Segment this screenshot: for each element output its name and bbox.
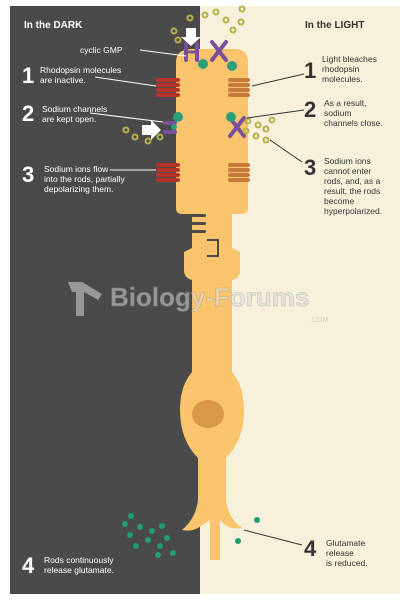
cyclic-gmp-dot <box>226 112 236 122</box>
step-line: rods, and, as a <box>324 176 381 186</box>
step-line: are kept open. <box>42 114 96 124</box>
channel-segment <box>228 178 250 182</box>
step-line: release glutamate. <box>44 565 114 575</box>
light-panel-title: In the LIGHT <box>305 20 364 31</box>
channel-segment <box>156 163 180 167</box>
dark-step-4: 4 Rods continuously release glutamate. <box>22 553 114 578</box>
step-number: 1 <box>304 58 316 83</box>
cyclic-gmp-dot <box>173 112 183 122</box>
cilium-notch <box>207 239 219 257</box>
channel-segment <box>156 168 180 172</box>
dark-step-2: 2 Sodium channels are kept open. <box>22 101 107 126</box>
step-number: 3 <box>22 162 34 187</box>
channel-segment <box>228 83 250 87</box>
step-line: Rhodopsin molecules <box>40 65 121 75</box>
step-line: become <box>324 196 355 206</box>
step-line: channels close. <box>324 118 383 128</box>
step-line: result, the rods <box>324 186 380 196</box>
glutamate-dots <box>122 513 260 558</box>
channel-segment <box>156 78 180 82</box>
step-line: hyperpolarized. <box>324 206 382 216</box>
nucleus <box>192 400 224 428</box>
step-line: molecules. <box>322 74 363 84</box>
cyclic-gmp-dot <box>227 61 237 71</box>
step-number: 4 <box>22 553 35 578</box>
light-step-1: 1 Light bleaches rhodopsin molecules. <box>304 54 377 84</box>
watermark-text: Biology-Forums <box>110 282 309 312</box>
channel-segment <box>228 93 250 97</box>
rhodopsin-inactive <box>184 42 199 62</box>
watermark: Biology-Forums .COM <box>68 282 328 324</box>
sodium-channels-open <box>156 78 180 182</box>
pointer-lines <box>89 49 305 546</box>
step-line: cannot enter <box>324 166 371 176</box>
step-number: 4 <box>304 536 317 561</box>
step-line: are inactive. <box>40 75 86 85</box>
step-line: depolarizing them. <box>44 184 113 194</box>
sodium-channels-closed <box>228 78 250 182</box>
dark-panel-title: In the DARK <box>24 20 83 31</box>
step-number: 3 <box>304 155 316 180</box>
step-line: rhodopsin <box>322 64 360 74</box>
step-line: sodium <box>324 108 351 118</box>
channel-segment <box>228 168 250 172</box>
step-number: 2 <box>22 101 34 126</box>
channel-segment <box>156 93 180 97</box>
step-line: As a result, <box>324 98 367 108</box>
cyclic-gmp-label: cyclic GMP <box>80 45 123 55</box>
step-line: is reduced. <box>326 558 368 568</box>
arrow-down-icon <box>181 28 201 46</box>
step-line: into the rods, partially <box>44 174 126 184</box>
step-number: 1 <box>22 63 34 88</box>
light-step-2: 2 As a result, sodium channels close. <box>304 97 383 128</box>
step-line: Glutamate <box>326 538 365 548</box>
light-step-3: 3 Sodium ions cannot enter rods, and, as… <box>304 155 382 216</box>
channel-segment <box>228 163 250 167</box>
disc-line <box>180 214 206 217</box>
disc-line <box>180 222 206 225</box>
rhodopsin-bleached <box>210 40 228 62</box>
watermark-suffix: .COM <box>310 317 328 324</box>
cyclic-gmp-dot <box>198 59 208 69</box>
channel-segment <box>228 88 250 92</box>
step-line: Sodium ions <box>324 156 371 166</box>
step-line: release <box>326 548 354 558</box>
channel-segment <box>156 173 180 177</box>
dark-step-3: 3 Sodium ions flow into the rods, partia… <box>22 162 126 194</box>
light-step-4: 4 Glutamate release is reduced. <box>304 536 368 568</box>
sodium-ions <box>122 5 276 145</box>
step-line: Sodium ions flow <box>44 164 109 174</box>
channel-segment <box>156 88 180 92</box>
channel-segment <box>228 78 250 82</box>
channel-segment <box>156 83 180 87</box>
step-line: Light bleaches <box>322 54 377 64</box>
open-channel-dark <box>163 121 177 134</box>
watermark-logo-icon <box>68 282 102 316</box>
channel-segment <box>156 178 180 182</box>
arrow-right-icon <box>142 120 161 140</box>
disc-line <box>180 230 206 233</box>
step-number: 2 <box>304 97 316 122</box>
step-line: Rods continuously <box>44 555 114 565</box>
step-line: Sodium channels <box>42 104 107 114</box>
dark-step-1: 1 Rhodopsin molecules are inactive. <box>22 63 121 88</box>
channel-segment <box>228 173 250 177</box>
